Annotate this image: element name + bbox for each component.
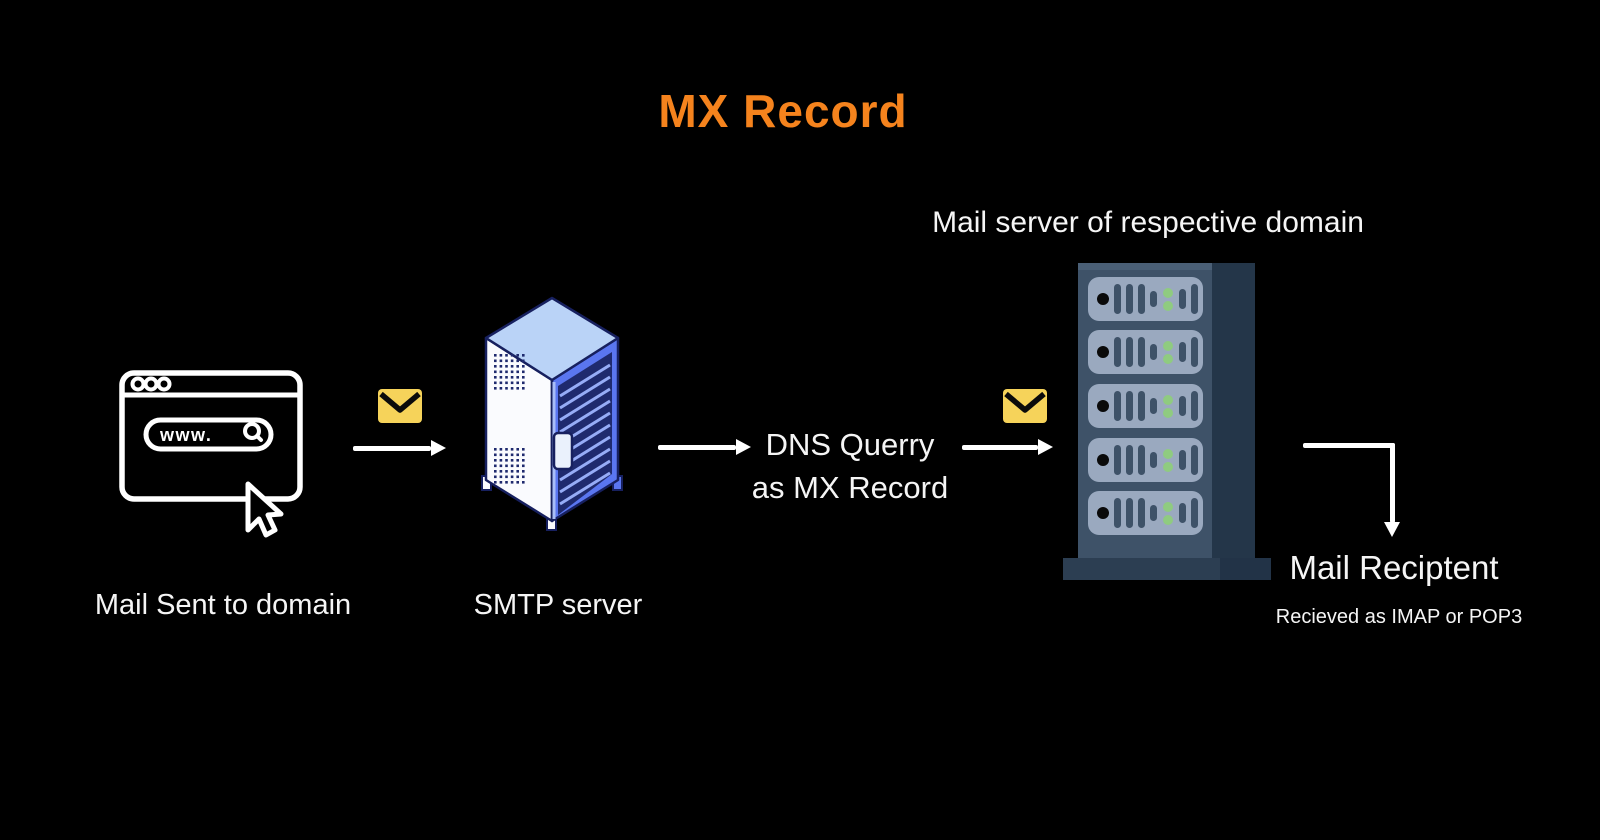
cursor-icon — [245, 481, 284, 538]
smtp-server-label: SMTP server — [473, 589, 643, 621]
search-icon — [243, 422, 263, 442]
recipient-label: Mail Reciptent — [1289, 549, 1499, 586]
rack-unit — [1088, 384, 1203, 428]
envelope-icon — [378, 389, 422, 423]
recipient-sublabel: Recieved as IMAP or POP3 — [1275, 606, 1523, 628]
rack-unit — [1088, 438, 1203, 482]
window-dot-icon — [143, 376, 159, 392]
window-dot-icon — [156, 376, 172, 392]
elbow-arrow-horizontal — [1303, 443, 1395, 448]
rack-unit — [1088, 491, 1203, 535]
server-door-handle — [552, 431, 574, 471]
dns-query-line1: DNS Querry — [765, 427, 935, 462]
arrow-right-icon — [962, 439, 1053, 455]
envelope-icon — [1003, 389, 1047, 423]
page-title: MX Record — [658, 85, 908, 137]
smtp-server-icon — [481, 296, 623, 531]
sender-label: Mail Sent to domain — [94, 589, 352, 621]
rack-unit — [1088, 277, 1203, 321]
dns-query-label: DNS Querry as MX Record — [690, 423, 1010, 509]
window-dot-icon — [130, 376, 146, 392]
arrow-down-icon — [1384, 522, 1400, 537]
address-bar-text: www. — [159, 425, 212, 445]
arrow-right-icon — [658, 439, 751, 455]
elbow-arrow-vertical — [1390, 443, 1395, 523]
rack-unit — [1088, 330, 1203, 374]
address-bar — [143, 417, 274, 452]
mail-server-rack-icon — [1063, 263, 1271, 580]
mail-server-label: Mail server of respective domain — [932, 206, 1364, 239]
browser-window-icon: www. — [119, 370, 303, 538]
rack-slats — [559, 363, 611, 506]
arrow-right-icon — [353, 440, 446, 456]
dns-query-line2: as MX Record — [751, 470, 949, 505]
